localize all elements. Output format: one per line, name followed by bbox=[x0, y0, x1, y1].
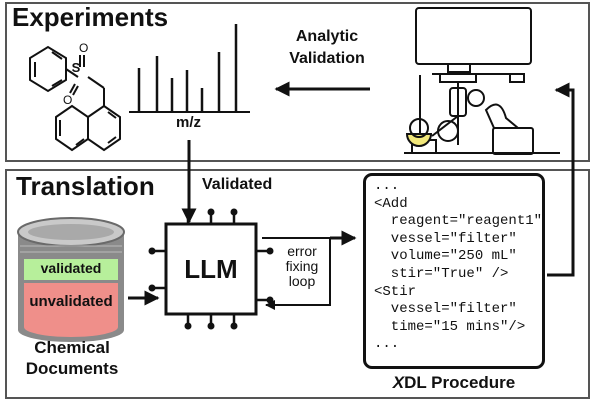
mass-spectrum bbox=[129, 24, 250, 113]
experiments-panel bbox=[5, 2, 590, 162]
molecule-structure bbox=[29, 45, 121, 152]
xdl-code-line: vessel="filter" bbox=[374, 230, 517, 247]
error-fixing-loop-label: error fixing loop bbox=[285, 243, 319, 289]
db-unvalidated-label: unvalidated bbox=[29, 293, 113, 310]
translation-title: Translation bbox=[16, 171, 155, 201]
flask-liquid-icon bbox=[405, 133, 433, 147]
translation-panel bbox=[5, 169, 590, 399]
xdl-procedure-caption: XDL Procedure bbox=[392, 373, 516, 392]
xdl-code-box: ... <Add reagent="reagent1" vessel="filt… bbox=[363, 173, 545, 369]
instrument-illustration bbox=[404, 7, 560, 155]
document-database-icon bbox=[17, 217, 125, 342]
xdl-code-line: vessel="filter" bbox=[374, 301, 517, 318]
xdl-code-line: stir="True" /> bbox=[374, 265, 509, 282]
oxygen-atom-label-2: O bbox=[63, 93, 72, 107]
xdl-code-block: ... <Add reagent="reagent1" vessel="filt… bbox=[374, 178, 542, 354]
sulfur-atom-label: S bbox=[72, 60, 81, 75]
xdl-to-experiments-arrow bbox=[547, 82, 575, 277]
chip-pin-dots bbox=[148, 208, 274, 330]
spectrum-xlabel: m/z bbox=[176, 114, 202, 131]
experiments-title: Experiments bbox=[12, 2, 169, 32]
llm-label: LLM bbox=[184, 254, 238, 284]
oxygen-atom-label: O bbox=[79, 41, 88, 55]
xdl-code-line: <Stir bbox=[374, 283, 417, 300]
analytic-validation-label: Analytic Validation bbox=[289, 28, 365, 67]
xdl-code-line: volume="250 mL" bbox=[374, 248, 517, 265]
xdl-code-line: time="15 mins"/> bbox=[374, 318, 526, 335]
xdl-code-line: ... bbox=[374, 336, 400, 353]
chemical-documents-caption: Chemical Documents bbox=[25, 338, 119, 378]
validated-arrow-label: Validated bbox=[202, 176, 273, 193]
round-flask-icon bbox=[409, 118, 429, 138]
xdl-code-line: reagent="reagent1" bbox=[374, 213, 543, 230]
xdl-code-line: ... bbox=[374, 178, 400, 194]
db-validated-label: validated bbox=[40, 260, 102, 276]
error-fixing-loop-arrow bbox=[262, 237, 331, 310]
xdl-code-line: <Add bbox=[374, 195, 408, 212]
